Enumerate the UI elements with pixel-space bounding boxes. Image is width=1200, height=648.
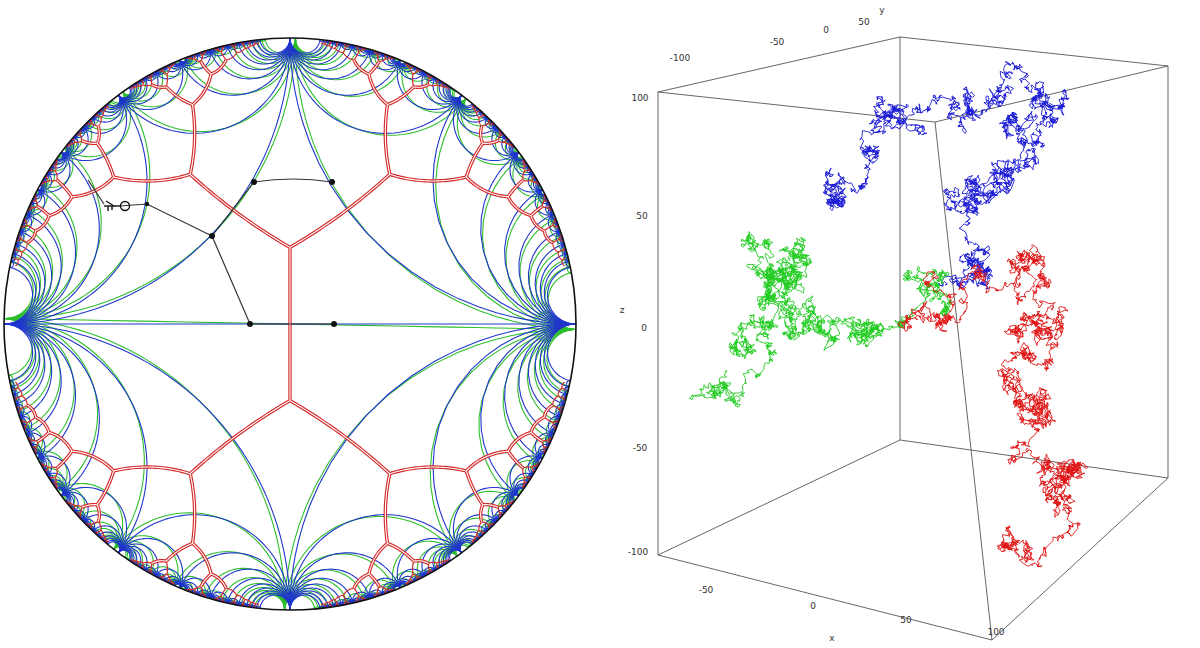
geodesic-line xyxy=(4,209,62,319)
geodesic-line xyxy=(4,319,144,550)
geodesic-line xyxy=(430,329,576,556)
